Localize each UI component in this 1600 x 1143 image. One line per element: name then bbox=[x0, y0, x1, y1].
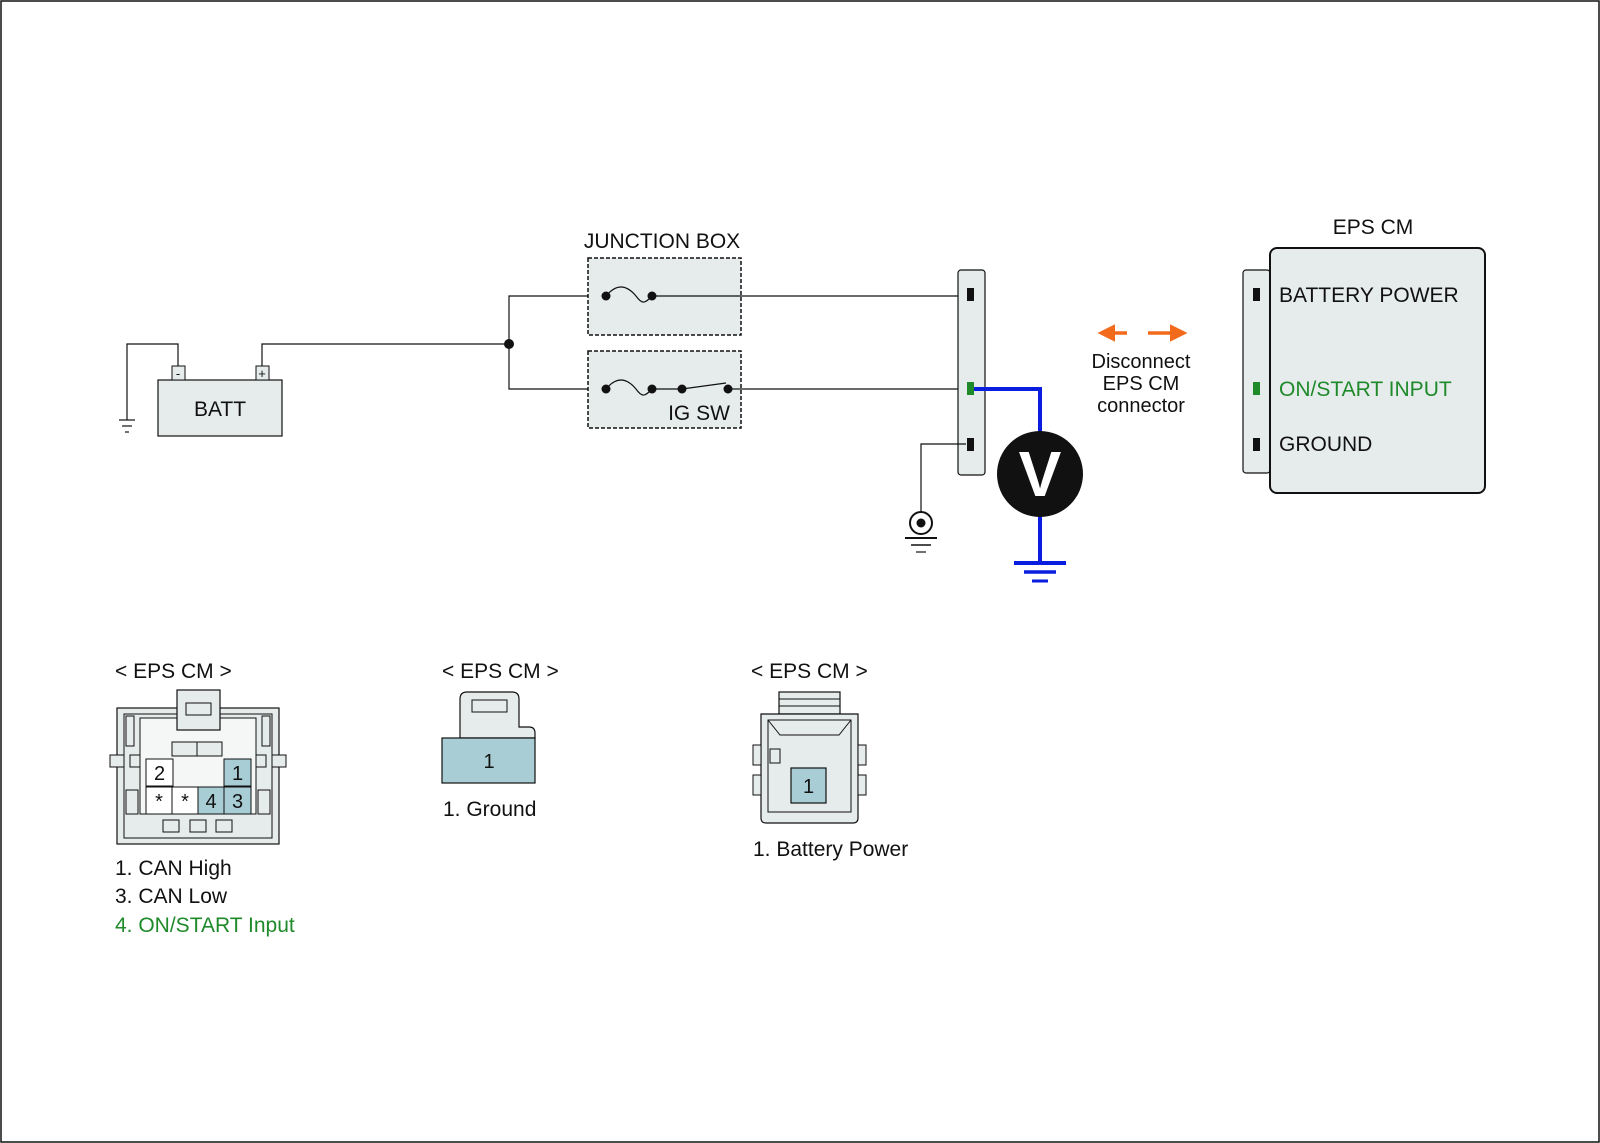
pin-number: 2 bbox=[154, 763, 165, 785]
pin-cell bbox=[441, 737, 536, 784]
pin-number: 4 bbox=[205, 791, 216, 813]
battery-ground-icon bbox=[119, 419, 135, 433]
pin-cell bbox=[223, 758, 252, 787]
connector-title: < EPS CM > bbox=[442, 660, 559, 683]
battery: BATT - + bbox=[157, 365, 283, 437]
connector-legend-item: 3. CAN Low bbox=[115, 885, 228, 908]
pin-cell bbox=[223, 786, 252, 815]
pin-cell bbox=[145, 786, 173, 815]
eps-cm-pin-on-start bbox=[1253, 382, 1260, 395]
pin-cell bbox=[145, 758, 174, 787]
pin-number: 1 bbox=[232, 763, 243, 785]
voltmeter-label: V bbox=[1019, 438, 1062, 510]
eps-cm-pin-label: GROUND bbox=[1279, 433, 1372, 456]
disconnect-text-line3: connector bbox=[1097, 395, 1185, 417]
eps-cm-pin-label: ON/START INPUT bbox=[1279, 378, 1452, 401]
harness-pin-battery bbox=[967, 288, 974, 301]
pin-number: 1 bbox=[483, 751, 494, 773]
eps-cm-module: BATTERY POWER ON/START INPUT GROUND bbox=[1242, 247, 1486, 494]
body-ground-icon bbox=[905, 511, 937, 553]
ig-switch-icon bbox=[681, 382, 727, 390]
connector-title: < EPS CM > bbox=[115, 660, 232, 683]
battery-wires bbox=[126, 343, 509, 420]
eps-cm-pin-label: BATTERY POWER bbox=[1279, 284, 1459, 307]
harness-pin-ground bbox=[967, 438, 974, 451]
connector-view-1: < EPS CM > 2 1 * * 4 3 bbox=[109, 660, 295, 937]
disconnect-text-line1: Disconnect bbox=[1092, 351, 1191, 373]
fuse-icon bbox=[605, 379, 653, 396]
battery-label: BATT bbox=[194, 398, 246, 421]
junction-box-title: JUNCTION BOX bbox=[584, 230, 740, 253]
ig-sw-label: IG SW bbox=[668, 402, 730, 425]
fuse-box-lower: IG SW bbox=[587, 350, 742, 429]
junction-node bbox=[504, 339, 514, 349]
connector-view-3: < EPS CM > 1 1. Battery Power bbox=[751, 660, 908, 861]
pin-cell bbox=[790, 767, 827, 804]
pin-cell bbox=[171, 786, 199, 815]
pin-number: * bbox=[181, 791, 189, 813]
pin-cell bbox=[197, 786, 225, 815]
voltmeter-probe-wires bbox=[974, 387, 1042, 563]
fuse-box-upper bbox=[587, 257, 742, 336]
harness-pin-on-start bbox=[967, 382, 974, 395]
eps-cm-pin-battery bbox=[1253, 288, 1260, 301]
harness-connector bbox=[957, 269, 986, 476]
probe-ground-icon bbox=[1014, 561, 1066, 583]
battery-neg-sign: - bbox=[176, 366, 180, 381]
connector-view-2: < EPS CM > 1 1. Ground bbox=[441, 660, 559, 821]
eps-cm-title: EPS CM bbox=[1333, 216, 1414, 239]
connector-legend-item: 4. ON/START Input bbox=[115, 914, 295, 937]
junction-box-wiring bbox=[508, 295, 606, 390]
eps-cm-pin-ground bbox=[1253, 438, 1260, 451]
connector-legend-item: 1. CAN High bbox=[115, 857, 232, 880]
connector-title: < EPS CM > bbox=[751, 660, 868, 683]
battery-pos-sign: + bbox=[258, 366, 266, 381]
voltmeter: V bbox=[997, 431, 1083, 517]
pin-number: 3 bbox=[232, 791, 243, 813]
ground-wire bbox=[920, 443, 966, 512]
harness-wires bbox=[741, 295, 966, 390]
disconnect-text-line2: EPS CM bbox=[1103, 373, 1180, 395]
pin-number: 1 bbox=[803, 776, 814, 798]
connector-legend-item: 1. Battery Power bbox=[753, 838, 908, 861]
fuse-icon bbox=[605, 286, 653, 303]
pin-number: * bbox=[155, 791, 163, 813]
connector-legend-item: 1. Ground bbox=[443, 798, 536, 821]
